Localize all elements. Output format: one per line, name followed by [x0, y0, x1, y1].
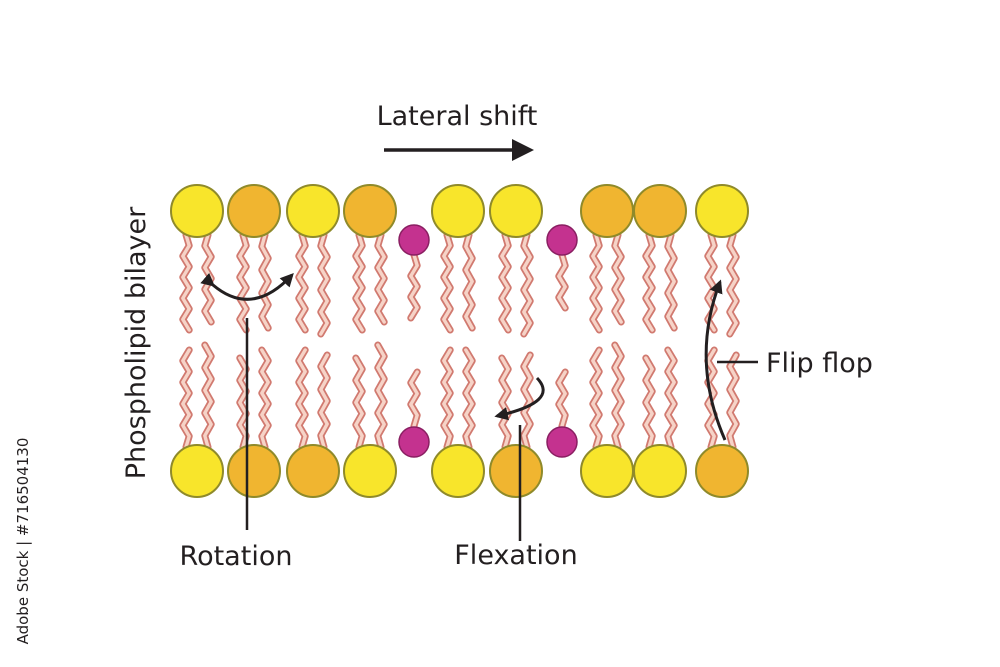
- bottom-phospholipid-head: [633, 444, 687, 498]
- flexation-arrow: [494, 376, 545, 421]
- top-lipid-tail: [181, 233, 191, 332]
- stock-credit-text: Adobe Stock | #716504130: [14, 438, 32, 645]
- bilayer-label: Phospholipid bilayer: [121, 206, 152, 479]
- top-phospholipid-head: [170, 184, 224, 238]
- top-lipid-tail: [319, 233, 329, 336]
- bottom-phospholipid-head: [695, 444, 749, 498]
- flexation-label: Flexation: [454, 540, 577, 571]
- top-lipid-tail: [297, 233, 307, 332]
- top-lipid-tail: [500, 233, 510, 332]
- top-phospholipid-head: [286, 184, 340, 238]
- bottom-lipid-tail: [376, 343, 386, 449]
- bottom-lipid-tail: [181, 348, 191, 449]
- top-lipid-tail: [591, 233, 601, 332]
- top-lipid-tail: [376, 233, 386, 324]
- bottom-phospholipid-head: [227, 444, 281, 498]
- top-lipid-tail: [442, 233, 452, 332]
- bottom-phospholipid-head: [343, 444, 397, 498]
- bottom-lipid-tail: [728, 353, 738, 449]
- top-phospholipid-head: [489, 184, 543, 238]
- lipid-heads: [170, 184, 749, 498]
- bottom-lipid-tail: [238, 356, 248, 449]
- top-lipid-tail: [354, 233, 364, 332]
- lateral-shift-arrow-head: [512, 139, 534, 161]
- small-lipid-tail: [409, 370, 419, 428]
- top-phospholipid-head: [580, 184, 634, 238]
- bottom-lipid-tail: [260, 348, 270, 449]
- bottom-phospholipid-head: [431, 444, 485, 498]
- bottom-lipid-tail: [613, 343, 623, 449]
- top-phospholipid-head: [227, 184, 281, 238]
- top-lipid-tail: [644, 233, 654, 332]
- top-lipid-tail: [464, 233, 474, 330]
- top-lipid-tail: [613, 233, 623, 324]
- rotation-arrow: [200, 272, 294, 301]
- bottom-phospholipid-head: [170, 444, 224, 498]
- top-phospholipid-head: [343, 184, 397, 238]
- bottom-phospholipid-head: [286, 444, 340, 498]
- flip-flop-label: Flip flop: [766, 348, 873, 379]
- small-lipid-tail: [557, 370, 567, 428]
- small-lipid-head: [398, 224, 430, 256]
- top-phospholipid-head: [633, 184, 687, 238]
- small-lipid-head: [398, 426, 430, 458]
- flip-flop-arrow: [704, 279, 727, 441]
- lateral-shift-label: Lateral shift: [377, 101, 538, 132]
- bottom-lipid-tail: [203, 343, 213, 449]
- small-lipid-head: [546, 224, 578, 256]
- top-lipid-tail: [522, 233, 532, 336]
- bottom-lipid-tail: [354, 356, 364, 449]
- bottom-lipid-tail: [522, 353, 532, 449]
- small-lipid-tail: [409, 253, 419, 320]
- bottom-lipid-tail: [666, 348, 676, 449]
- bottom-phospholipid-head: [580, 444, 634, 498]
- bottom-lipid-tail: [500, 356, 510, 449]
- small-lipid-tail: [557, 253, 567, 310]
- top-phospholipid-head: [695, 184, 749, 238]
- bottom-phospholipid-head: [489, 444, 543, 498]
- bottom-lipid-tail: [319, 353, 329, 449]
- bottom-lipid-tail: [464, 348, 474, 449]
- bottom-lipid-tail: [297, 348, 307, 449]
- small-lipid-head: [546, 426, 578, 458]
- lipid-tails: [179, 231, 740, 451]
- bottom-lipid-tail: [442, 348, 452, 449]
- top-lipid-tail: [666, 233, 676, 330]
- top-lipid-tail: [728, 233, 738, 336]
- top-phospholipid-head: [431, 184, 485, 238]
- rotation-label: Rotation: [180, 541, 293, 572]
- bottom-lipid-tail: [644, 356, 654, 449]
- bottom-lipid-tail: [591, 348, 601, 449]
